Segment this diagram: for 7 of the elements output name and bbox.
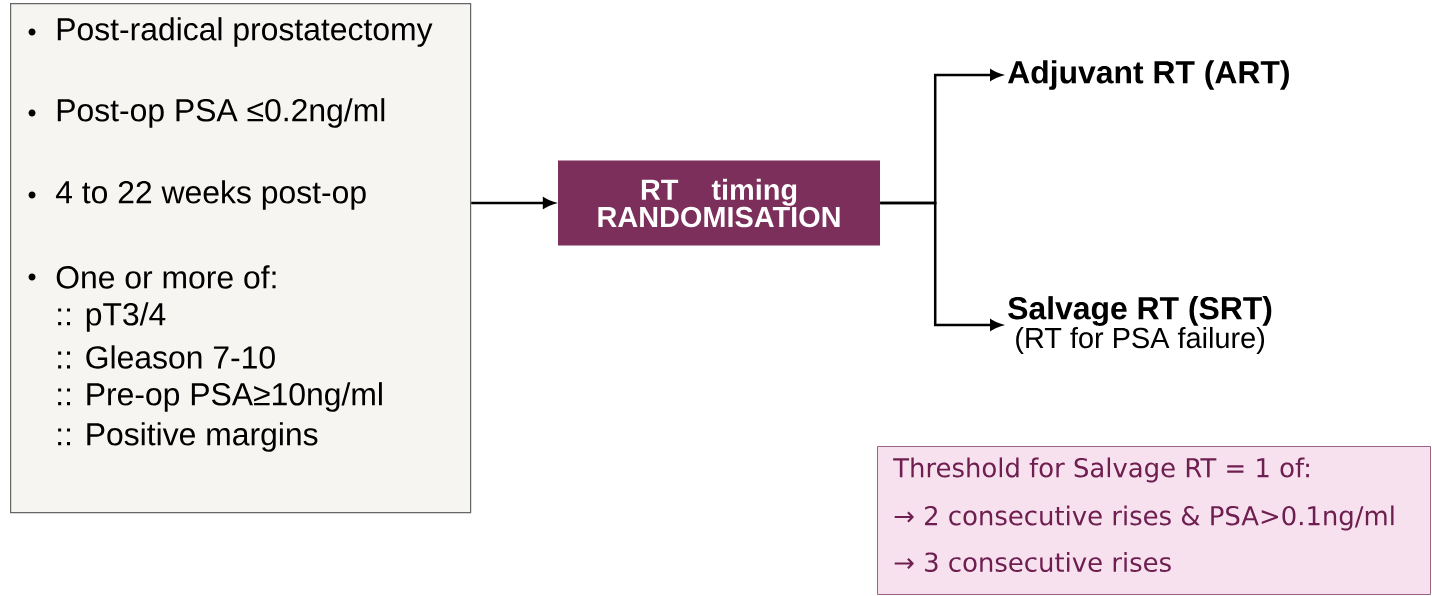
outcome-label: Salvage RT (SRT) (RT for PSA failure) [1008,296,1272,354]
criteria-box: Post-radical prostatectomy Post-op PSA ≤0.2ng/ml 4 to 22 weeks post-op One or more of: :: pT3/4 :: Gleason 7-10 :: Pre-op PSA≥10ng/ml :: Positive margins [10,3,472,514]
note-box: Threshold for Salvage RT = 1 of: → 2 consecutive rises & PSA>0.1ng/ml → 3 consecutive rises [877,446,1431,595]
outcome-label: Adjuvant RT (ART) [1008,60,1289,90]
process-box: RT timing RANDOMISATION [558,160,880,246]
arrow [880,201,1002,331]
arrow [471,197,555,209]
